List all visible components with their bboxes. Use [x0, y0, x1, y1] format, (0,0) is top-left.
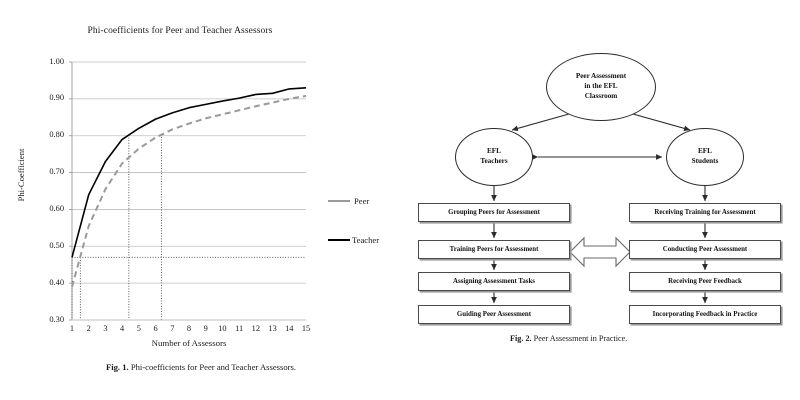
figure-1-chart: Phi-coefficients for Peer and Teacher As… [10, 26, 392, 372]
node-root-line-2: in the EFL [584, 82, 618, 91]
x-axis-tick-label: 6 [153, 324, 158, 333]
connector-root-to-teachers [511, 111, 577, 132]
figure-2-caption-prefix: Fig. 2. [510, 334, 532, 343]
node-root-line-1: Peer Assessment [575, 72, 627, 81]
y-axis-tick-label: 0.80 [49, 130, 64, 140]
series-line-peer [71, 94, 307, 288]
right-step-box-3[interactable]: Receiving Peer Feedback [629, 272, 781, 291]
x-axis-tick-label: 2 [86, 324, 91, 333]
node-teachers-line-1: EFL [487, 147, 501, 156]
left-step-box-1[interactable]: Grouping Peers for Assessment [418, 203, 570, 222]
x-axis-title: Number of Assessors [151, 338, 227, 348]
node-peer-assessment-classroom[interactable]: Peer Assessment in the EFL Classroom [546, 53, 656, 121]
connector-root-to-students [625, 111, 691, 132]
left-step-box-2[interactable]: Training Peers for Assessment [418, 240, 570, 259]
chart-title: Phi-coefficients for Peer and Teacher As… [87, 26, 273, 36]
node-teachers-line-2: Teachers [480, 157, 508, 165]
x-axis-tick-label: 5 [136, 324, 141, 333]
right-step-box-2[interactable]: Conducting Peer Assessment [629, 240, 781, 259]
node-students-line-2: Students [691, 157, 719, 165]
series-line-teacher [71, 87, 307, 258]
legend-swatch-peer [328, 200, 350, 202]
x-axis-tick-label: 3 [103, 324, 108, 333]
figure-1-caption-text: Phi-coefficients for Peer and Teacher As… [130, 362, 297, 372]
right-step-box-4[interactable]: Incorporating Feedback in Practice [629, 305, 781, 324]
node-students-line-1: EFL [698, 147, 712, 156]
figure-1-caption-prefix: Fig. 1. [105, 362, 129, 372]
legend-swatch-teacher [328, 239, 350, 241]
figure-2-diagram: Peer Assessment in the EFL Classroom EFL… [400, 0, 800, 400]
x-axis-tick-label: 10 [218, 324, 227, 333]
x-axis-tick-label: 13 [268, 324, 277, 333]
figure-2-caption: Fig. 2. Peer Assessment in Practice. [510, 334, 770, 343]
y-axis-tick-label: 0.40 [49, 277, 64, 287]
x-axis-tick-label: 9 [203, 324, 208, 333]
x-axis-tick-label: 11 [235, 324, 244, 333]
bidirectional-arrow-icon [569, 236, 631, 268]
figure-1-caption: Fig. 1. Phi-coefficients for Peer and Te… [10, 362, 392, 372]
y-axis-tick-label: 0.60 [49, 203, 64, 213]
x-axis-tick-label: 4 [120, 324, 125, 333]
left-step-box-3[interactable]: Assigning Assessment Tasks [418, 272, 570, 291]
chart-plot-area [69, 61, 307, 321]
node-efl-students[interactable]: EFL Students [666, 128, 744, 186]
right-step-box-1[interactable]: Receiving Training for Assessment [629, 203, 781, 222]
node-efl-teachers[interactable]: EFL Teachers [455, 128, 533, 186]
y-axis-tick-label: 0.30 [49, 314, 64, 324]
x-axis-tick-label: 1 [69, 324, 75, 333]
x-axis-tick-label: 15 [301, 324, 311, 333]
left-step-box-4[interactable]: Guiding Peer Assessment [418, 305, 570, 324]
x-axis-tick-label: 8 [186, 324, 192, 333]
y-axis-tick-label: 0.70 [49, 167, 64, 177]
y-axis-tick-label: 0.90 [49, 93, 64, 103]
legend-label-teacher[interactable]: Teacher [352, 235, 380, 245]
figure-2-caption-text: Peer Assessment in Practice. [533, 334, 628, 343]
y-axis-tick-label: 0.50 [49, 240, 64, 250]
x-axis-tick-label: 7 [170, 324, 175, 333]
node-root-line-3: Classroom [584, 91, 618, 100]
x-axis-tick-label: 12 [251, 324, 261, 333]
x-axis-tick-label: 14 [285, 324, 294, 333]
y-axis-tick-label: 1.00 [49, 56, 64, 66]
legend-label-peer[interactable]: Peer [354, 196, 370, 206]
